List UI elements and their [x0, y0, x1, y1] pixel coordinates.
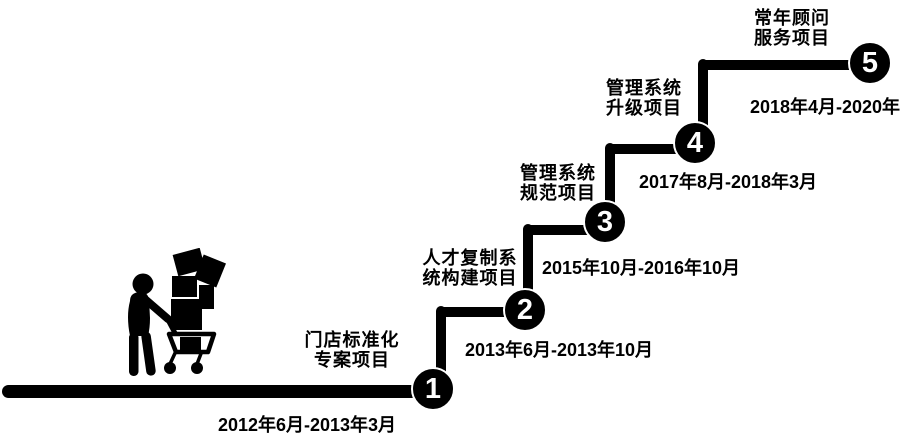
- step-4-date: 2017年8月-2018年3月: [638, 172, 818, 192]
- step-4-tread: [605, 144, 699, 154]
- step-1-number: 1: [424, 372, 442, 405]
- step-2-label: 人才复制系 统构建项目: [422, 248, 518, 288]
- step-4-riser: [698, 59, 708, 143]
- step-5-tread: [698, 60, 872, 70]
- step-4-marker: 4: [673, 121, 717, 165]
- step-2-date: 2013年6月-2013年10月: [464, 340, 654, 360]
- step-2-tread: [436, 307, 528, 317]
- step-1-label: 门店标准化 专案项目: [304, 330, 400, 370]
- step-5-date: 2018年4月-2020年: [749, 97, 900, 117]
- step-4-label: 管理系统 升级项目: [606, 78, 682, 118]
- step-3-date: 2015年10月-2016年10月: [541, 258, 741, 278]
- person-pushing-cart-icon: [128, 248, 226, 376]
- step-5-label: 常年顾问 服务项目: [754, 8, 830, 48]
- step-3-marker: 3: [583, 200, 627, 244]
- step-2-marker: 2: [503, 288, 547, 332]
- step-3-riser: [605, 143, 615, 222]
- step-3-number: 3: [596, 205, 614, 238]
- step-2-riser: [523, 224, 533, 310]
- step-4-number: 4: [686, 126, 704, 159]
- step-5-number: 5: [861, 46, 879, 79]
- step-3-tread: [523, 225, 609, 235]
- step-1-riser: [436, 306, 446, 389]
- step-1-marker: 1: [411, 367, 455, 411]
- step-5-marker: 5: [848, 41, 892, 85]
- step-3-label: 管理系统 规范项目: [520, 163, 596, 203]
- timeline-baseline: [2, 385, 434, 398]
- step-1-date: 2012年6月-2013年3月: [217, 415, 397, 435]
- step-2-number: 2: [516, 293, 534, 326]
